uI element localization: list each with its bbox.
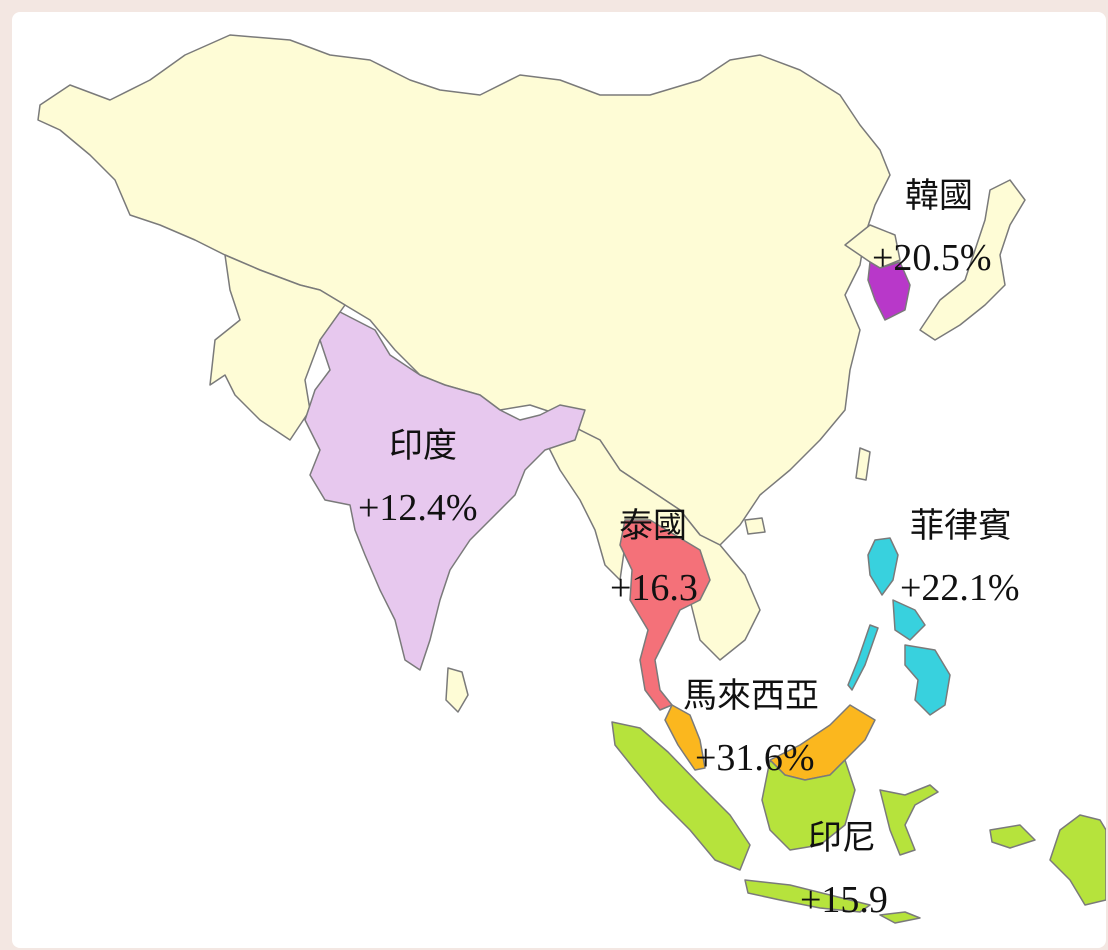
- philippines-value: +22.1%: [900, 567, 1020, 609]
- korea-value: +20.5%: [872, 237, 992, 279]
- philippines-mindanao-region: [904, 644, 951, 716]
- india-label: 印度: [389, 426, 457, 466]
- philippines-visayas-region: [892, 599, 926, 641]
- japan-land: [919, 179, 1026, 341]
- sri-lanka-land: [445, 667, 469, 713]
- java-region: [744, 879, 871, 913]
- asia-map: 韓國 +20.5% 印度 +12.4% 泰國 +16.3 菲律賓 +22.1% …: [12, 12, 1106, 948]
- palawan-region: [847, 624, 879, 691]
- korea-region: [867, 261, 911, 321]
- indonesia-label: 印尼: [808, 818, 876, 858]
- thailand-region: [619, 519, 711, 711]
- pakistan-land: [209, 254, 346, 441]
- indonesia-value: +15.9: [800, 879, 888, 921]
- india-region: [304, 311, 586, 671]
- map-canvas: [37, 34, 1106, 924]
- thailand-label: 泰國: [619, 506, 687, 546]
- sumatra-region: [611, 721, 751, 871]
- hainan-land: [744, 517, 766, 535]
- malaysia-label: 馬來西亞: [683, 676, 819, 716]
- korea-label: 韓國: [905, 176, 973, 216]
- maluku-region: [989, 824, 1036, 849]
- taiwan-land: [855, 447, 871, 481]
- malaysia-value: +31.6%: [695, 737, 815, 779]
- thailand-value: +16.3: [610, 567, 698, 609]
- sulawesi-region: [879, 784, 939, 856]
- nusa-tenggara-region: [879, 911, 921, 924]
- malaysia-peninsula-region: [664, 704, 706, 771]
- philippines-region: [867, 537, 899, 596]
- papua-region: [1049, 814, 1106, 906]
- philippines-label: 菲律賓: [910, 506, 1012, 546]
- india-value: +12.4%: [358, 487, 478, 529]
- indonesia-borneo-region: [761, 759, 856, 851]
